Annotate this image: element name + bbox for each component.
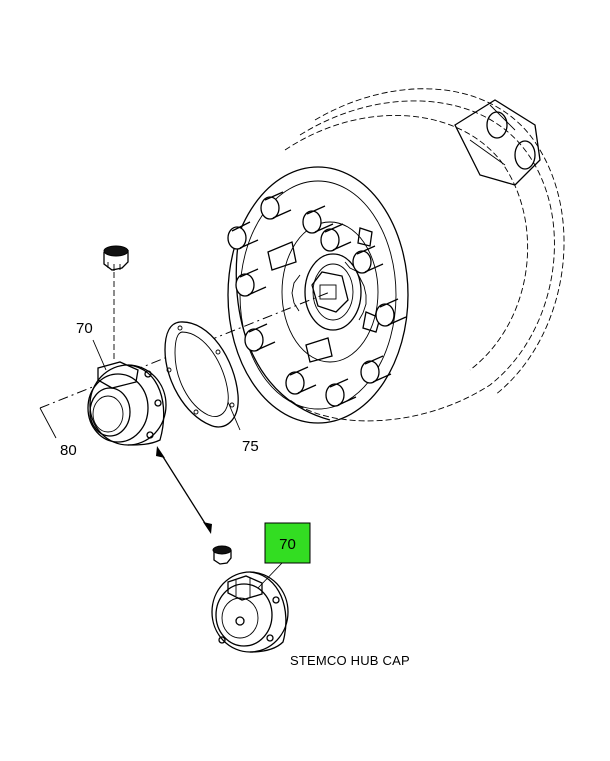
hub-cap-exploded bbox=[87, 361, 167, 446]
fill-plug-top bbox=[103, 245, 129, 362]
alternate-arrow bbox=[156, 446, 212, 534]
gasket bbox=[164, 321, 239, 428]
callout-70-top[interactable]: 70 bbox=[76, 320, 93, 337]
callout-80[interactable]: 80 bbox=[60, 442, 77, 459]
wheel-hub-drum-assembly bbox=[227, 88, 565, 424]
centerline bbox=[39, 291, 331, 409]
callout-75[interactable]: 75 bbox=[242, 438, 259, 455]
wheel-studs bbox=[227, 191, 407, 407]
callout-70-highlight-label[interactable]: 70 bbox=[279, 536, 296, 553]
callout-leaders bbox=[39, 339, 283, 589]
stemco-hub-cap-caption: STEMCO HUB CAP bbox=[290, 653, 410, 668]
stemco-hub-cap bbox=[211, 545, 289, 653]
callout-70-highlight[interactable]: 70 bbox=[264, 522, 311, 564]
callout-70-highlight-box[interactable] bbox=[264, 522, 311, 564]
